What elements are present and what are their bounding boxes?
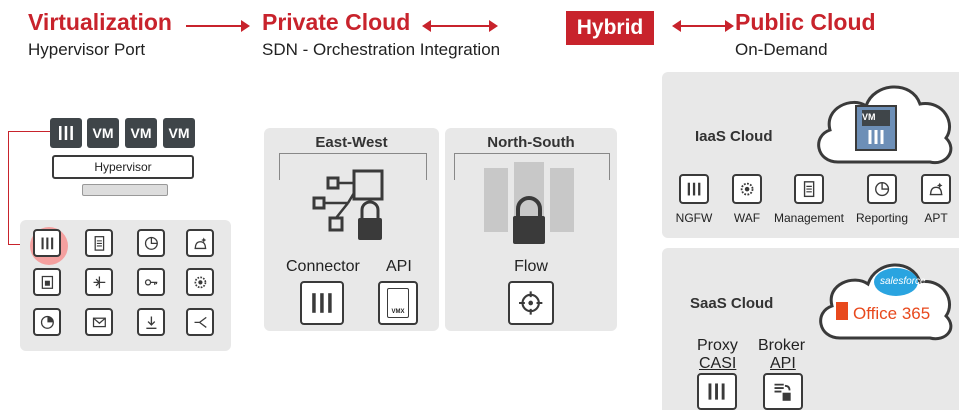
vm-tile-2: VM (125, 118, 157, 148)
iaas-item-label: WAF (733, 211, 761, 225)
vm-tile-1: VM (87, 118, 119, 148)
api-label: API (386, 258, 412, 275)
public-cloud-title: Public Cloud (735, 9, 876, 35)
connector-line-top (8, 131, 50, 132)
vmx-text: VMX (391, 309, 405, 315)
document-icon (85, 229, 113, 257)
network-topology-icon (312, 169, 384, 240)
north-south-title: North-South (487, 134, 575, 151)
reporting-icon (867, 174, 897, 204)
broker-label: Broker (758, 337, 806, 354)
connector-line-bottom (8, 244, 30, 245)
public-cloud-subtitle: On-Demand (735, 40, 828, 59)
iaas-item-label: APT (924, 211, 948, 225)
split-icon (186, 308, 214, 336)
firewall-icon (679, 174, 709, 204)
api-vmx-icon: VMX (378, 281, 418, 325)
private-cloud-title: Private Cloud (262, 9, 411, 35)
gear-icon (186, 268, 214, 296)
saas-cloud-icon (819, 263, 953, 341)
north-south-bracket (454, 153, 610, 180)
flow-target-icon (508, 281, 554, 325)
firewall-icon (33, 229, 61, 257)
virtualization-subtitle: Hypervisor Port (28, 40, 146, 59)
iaas-item-label: Management (773, 211, 845, 225)
arrow-virt-to-private (186, 20, 250, 32)
server-appliance (82, 184, 168, 196)
east-west-title: East-West (315, 134, 388, 151)
casi-label: CASI (699, 355, 737, 372)
iaas-cloud-title: IaaS Cloud (695, 128, 773, 145)
saas-cloud-title: SaaS Cloud (690, 295, 774, 312)
connector-label: Connector (286, 258, 360, 275)
arrow-hybrid-to-public (672, 20, 734, 32)
server-rack-lock-icon (484, 162, 574, 244)
firewall-vm-tile (50, 118, 82, 148)
reporting-icon (137, 229, 165, 257)
device-icon (33, 268, 61, 296)
firewall-icon (59, 126, 73, 140)
key-icon (137, 268, 165, 296)
apt-icon (921, 174, 951, 204)
proxy-firewall-icon (697, 373, 737, 410)
connector-firewall-icon (300, 281, 344, 325)
east-west-bracket (279, 153, 427, 180)
iaas-item-label: NGFW (675, 211, 713, 225)
connector-line-vertical (8, 131, 9, 244)
iaas-cloud-icon (817, 85, 953, 165)
download-icon (137, 308, 165, 336)
arrow-private-to-hybrid (422, 20, 498, 32)
virtualization-title: Virtualization (28, 9, 172, 35)
private-cloud-subtitle: SDN - Orchestration Integration (262, 40, 501, 59)
flow-label: Flow (514, 258, 548, 275)
salesforce-logo: salesforce (880, 276, 926, 287)
broker-api-icon (763, 373, 803, 410)
document-icon (794, 174, 824, 204)
broker-api-label: API (770, 355, 796, 372)
iaas-cloud-vm-label: VM (862, 112, 876, 122)
iaas-item-label: Reporting (855, 211, 909, 225)
hypervisor-box: Hypervisor (52, 155, 194, 179)
branch-icon (85, 268, 113, 296)
hybrid-badge: Hybrid (566, 11, 654, 45)
vm-tile-3: VM (163, 118, 195, 148)
office365-logo: Office 365 (853, 304, 931, 323)
apt-icon (186, 229, 214, 257)
pie-icon (33, 308, 61, 336)
mail-icon (85, 308, 113, 336)
proxy-label: Proxy (697, 337, 738, 354)
gear-icon (732, 174, 762, 204)
